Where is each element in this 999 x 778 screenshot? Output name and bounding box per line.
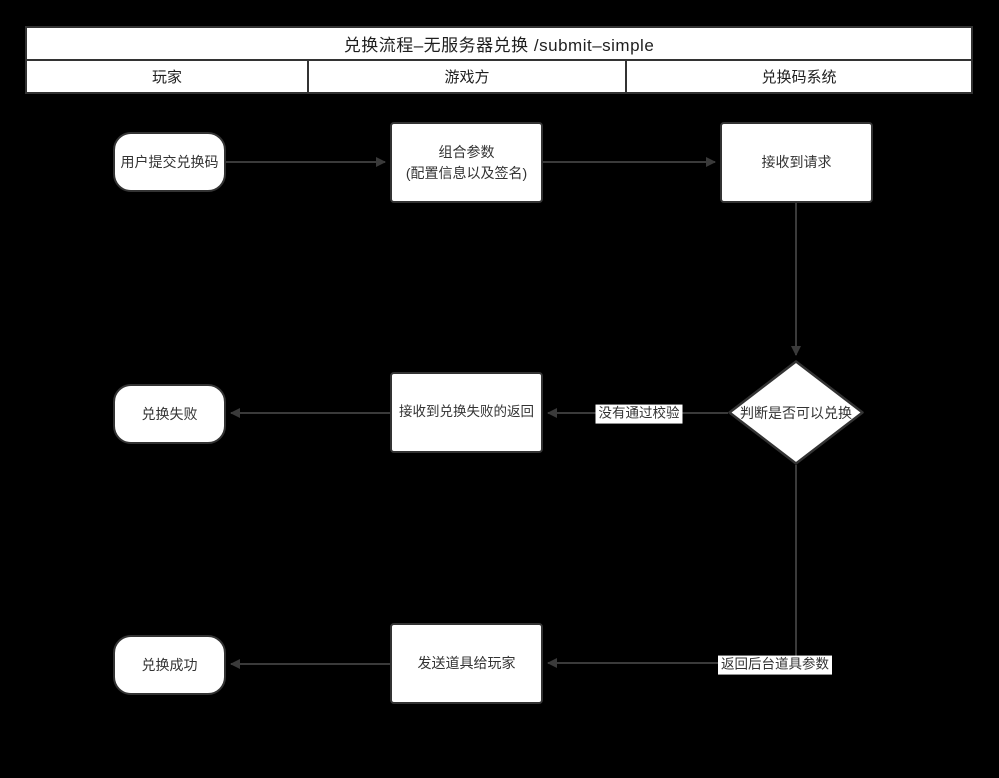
diagram-title: 兑换流程–无服务器兑换 /submit–simple (25, 26, 973, 61)
node-combine-params: 组合参数 (配置信息以及签名) (390, 122, 543, 203)
node-redeem-success: 兑换成功 (113, 635, 226, 695)
lane-header-player: 玩家 (25, 59, 309, 94)
diamond-shape (728, 360, 864, 465)
node-redeem-failed: 兑换失败 (113, 384, 226, 444)
node-user-submit-code: 用户提交兑换码 (113, 132, 226, 192)
node-combine-params-line1: 组合参数 (438, 143, 495, 160)
lane-header-system: 兑换码系统 (625, 59, 973, 94)
node-decision-can-redeem: 判断是否可以兑换 (728, 360, 864, 465)
lane-header-game: 游戏方 (307, 59, 627, 94)
edge-label-validation-failed: 没有通过校验 (595, 404, 683, 424)
node-receive-request: 接收到请求 (720, 122, 873, 203)
node-receive-failure-return: 接收到兑换失败的返回 (390, 372, 543, 453)
node-combine-params-line2: (配置信息以及签名) (405, 164, 528, 181)
node-decision-label: 判断是否可以兑换 (740, 404, 852, 421)
node-send-items: 发送道具给玩家 (390, 623, 543, 704)
edge-decision-to-send (547, 465, 797, 668)
lane-header-row: 玩家 游戏方 兑换码系统 (25, 59, 973, 94)
edge-label-return-item-params: 返回后台道具参数 (718, 655, 832, 675)
